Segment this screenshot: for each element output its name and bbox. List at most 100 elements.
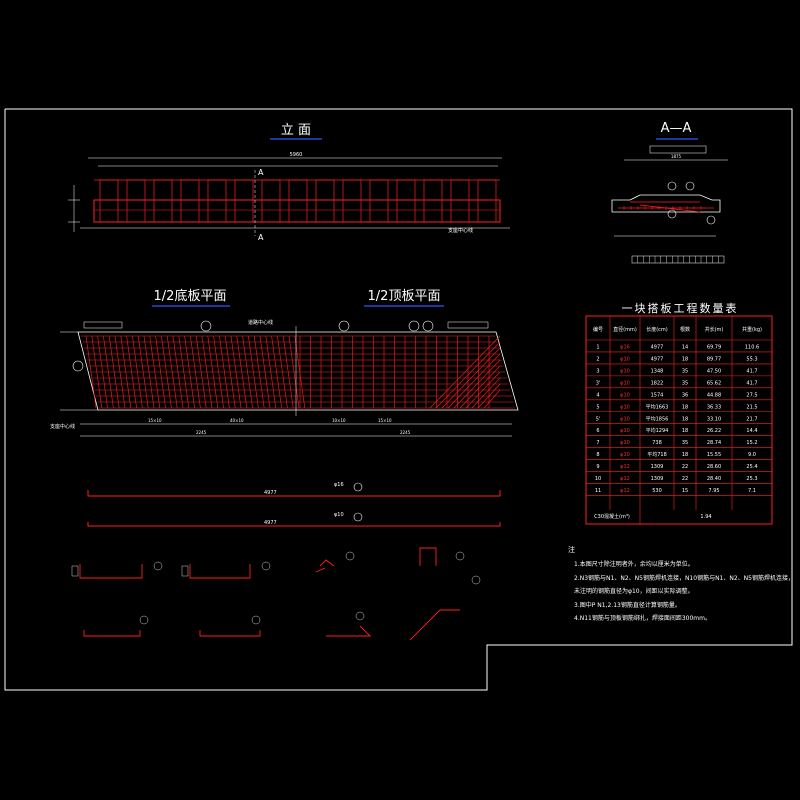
section-title: A—A <box>661 121 692 136</box>
bottom-mesh-cross-bar <box>132 335 143 409</box>
table-cell: 3' <box>596 380 601 386</box>
bottom-mesh-cross-bar <box>259 335 271 409</box>
table-cell: 1574 <box>651 392 664 398</box>
table-cell: 36 <box>682 392 688 398</box>
top-mesh-skew-bar <box>483 389 501 409</box>
table-cell: 平均1294 <box>646 427 669 434</box>
table-cell: 35 <box>682 440 688 446</box>
bottom-mesh-cross-bar <box>219 335 230 409</box>
table-cell: 6 <box>596 428 599 434</box>
dim-bottom-4: 2245 <box>400 430 411 435</box>
elevation-view: 立 面 5960 A A 支座中心线 <box>68 123 510 242</box>
section-mark-a-top: A <box>258 168 264 177</box>
table-cell: 41.7 <box>746 380 757 386</box>
table-cell: 35 <box>682 368 688 374</box>
table-concrete-value: 1.94 <box>700 514 711 520</box>
bottom-mesh-cross-bar <box>161 335 172 409</box>
table-cell: 15.2 <box>746 440 757 446</box>
note-4: 3.图中P N1,2.13钢筋直径计算钢筋量。 <box>574 601 681 609</box>
table-cell: 55.3 <box>746 356 757 362</box>
table-cell: 47.50 <box>707 368 721 374</box>
bottom-mesh-cross-bar <box>253 335 265 409</box>
support-center-label: 支座中心线 <box>448 227 473 234</box>
bottom-mesh-cross-bar <box>172 335 184 409</box>
bottom-mesh-cross-bar <box>108 335 120 409</box>
table-cell: 14 <box>682 345 688 351</box>
notes-heading: 注 <box>568 545 575 554</box>
top-plan-title: 1/2顶板平面 <box>368 289 441 304</box>
table-cell: 21.5 <box>746 404 757 410</box>
long-bar-details: 4977 4977 φ16 φ10 <box>87 482 501 527</box>
table-cell: 1309 <box>651 476 664 482</box>
bar-length-2: 4977 <box>264 520 277 526</box>
bottom-mesh-cross-bar <box>126 335 137 409</box>
table-cell: 18 <box>682 428 688 434</box>
bottom-mesh-cross-bar <box>271 335 282 409</box>
table-cell: 110.6 <box>745 345 759 351</box>
bottom-mesh-cross-bar <box>190 335 201 409</box>
support-center-plan: 支座中心线 <box>50 423 75 430</box>
bottom-mesh-cross-bar <box>224 335 236 409</box>
table-cell: φ16 <box>620 345 630 351</box>
bottom-mesh-cross-bar <box>137 335 149 409</box>
dim-bottom-1: 15×10 <box>148 418 162 423</box>
table-title: 一块搭板工程数量表 <box>622 301 739 315</box>
table-cell: 8 <box>596 452 599 458</box>
top-mesh-skew-bar <box>471 377 501 409</box>
table-header-cell: 共重(kg) <box>742 326 762 333</box>
table-cell: 18 <box>682 356 688 362</box>
table-cell: φ10 <box>620 356 630 362</box>
table-cell: φ12 <box>620 476 630 482</box>
table-cell: 18 <box>682 404 688 410</box>
section-a-a-view: A—A 1875 <box>611 121 728 264</box>
table-cell: 9 <box>596 464 599 470</box>
table-cell: φ10 <box>620 404 630 410</box>
table-cell: 36.33 <box>707 404 721 410</box>
bar-note-2: φ10 <box>334 512 344 518</box>
table-cell: 35 <box>682 380 688 386</box>
table-cell: 2 <box>596 356 599 362</box>
table-cell: 平均1663 <box>646 403 669 410</box>
bottom-mesh-cross-bar <box>85 335 97 409</box>
table-header-cell: 编号 <box>593 326 603 333</box>
section-mark-a-bottom: A <box>258 233 264 242</box>
top-mesh-skew-bar <box>459 365 501 409</box>
top-mesh-skew-bar <box>477 383 501 409</box>
table-cell: 3 <box>596 368 599 374</box>
table-cell: 18 <box>682 416 688 422</box>
bottom-mesh-cross-bar <box>201 335 213 409</box>
table-cell: φ10 <box>620 452 630 458</box>
bottom-mesh-cross-bar <box>195 335 207 409</box>
dim-bottom-2: 40×10 <box>230 418 244 423</box>
table-concrete-label: C30混凝土(m³) <box>594 513 630 520</box>
table-cell: 41.7 <box>746 368 757 374</box>
dim-top-2: 10×10 <box>332 418 346 423</box>
table-cell: 7.95 <box>708 488 719 494</box>
table-cell: φ12 <box>620 488 630 494</box>
table-cell: φ10 <box>620 416 630 422</box>
bottom-mesh-cross-bar <box>242 335 253 409</box>
bottom-mesh-cross-bar <box>91 335 103 409</box>
top-mesh-skew-bar <box>435 341 501 409</box>
note-2: 2.N3钢筋与N1、N2、N5钢筋焊机连接，N10钢筋与N1、N2、N5钢筋焊机… <box>574 574 794 582</box>
table-cell: 15.55 <box>707 452 721 458</box>
dim-bottom-3: 2245 <box>196 430 207 435</box>
table-cell: 1822 <box>651 380 664 386</box>
top-mesh <box>296 335 516 409</box>
bottom-mesh-cross-bar <box>149 335 161 409</box>
table-cell: 28.60 <box>707 464 721 470</box>
bottom-mesh-cross-bar <box>166 335 178 409</box>
bottom-mesh-cross-bar <box>178 335 190 409</box>
elevation-rebars <box>94 179 500 222</box>
bottom-mesh-cross-bar <box>114 335 126 409</box>
table-cell: 25.3 <box>746 476 757 482</box>
table-cell: 1 <box>596 345 599 351</box>
table-cell: φ12 <box>620 464 630 470</box>
table-cell: 738 <box>652 440 662 446</box>
note-1: 1.本图尺寸除注明者外，余均以厘米为单位。 <box>574 560 694 568</box>
table-cell: 26.22 <box>707 428 721 434</box>
top-mesh-skew-bar <box>453 359 501 409</box>
bottom-mesh-cross-bar <box>236 335 248 409</box>
table-header-cell: 共长(m) <box>705 326 724 333</box>
